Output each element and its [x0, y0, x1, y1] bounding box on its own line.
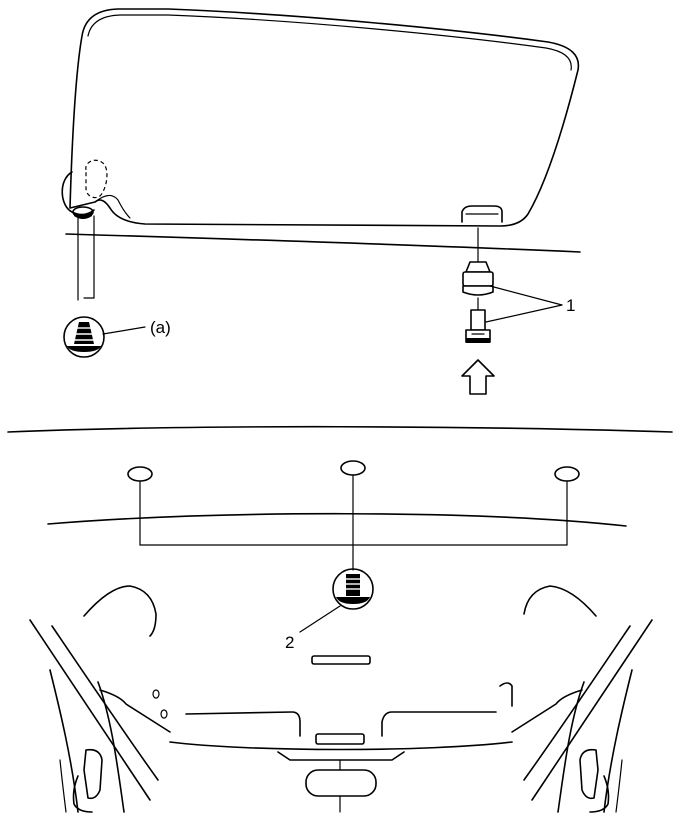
visor-holder-slot: [461, 205, 503, 223]
up-arrow-outline: [461, 359, 495, 395]
headliner-edge: [65, 233, 581, 253]
hole-leader-lines: [139, 474, 568, 571]
bolt-symbol: [332, 568, 374, 610]
bolt-tightening-symbol: [63, 316, 105, 358]
label-fastener-a: (a): [150, 318, 171, 337]
pillar-left: [29, 619, 171, 813]
visor-holder-part: [462, 261, 494, 343]
visor-mount-left: [61, 159, 108, 301]
sun-visor: [69, 8, 580, 227]
headliner-front-edge: [7, 425, 673, 433]
pillar-right: [511, 619, 653, 813]
interior-outline: [83, 585, 597, 813]
label-part-1: 1: [566, 296, 575, 315]
headliner-rear-edge: [47, 512, 627, 527]
label-part-2: 2: [285, 633, 294, 652]
